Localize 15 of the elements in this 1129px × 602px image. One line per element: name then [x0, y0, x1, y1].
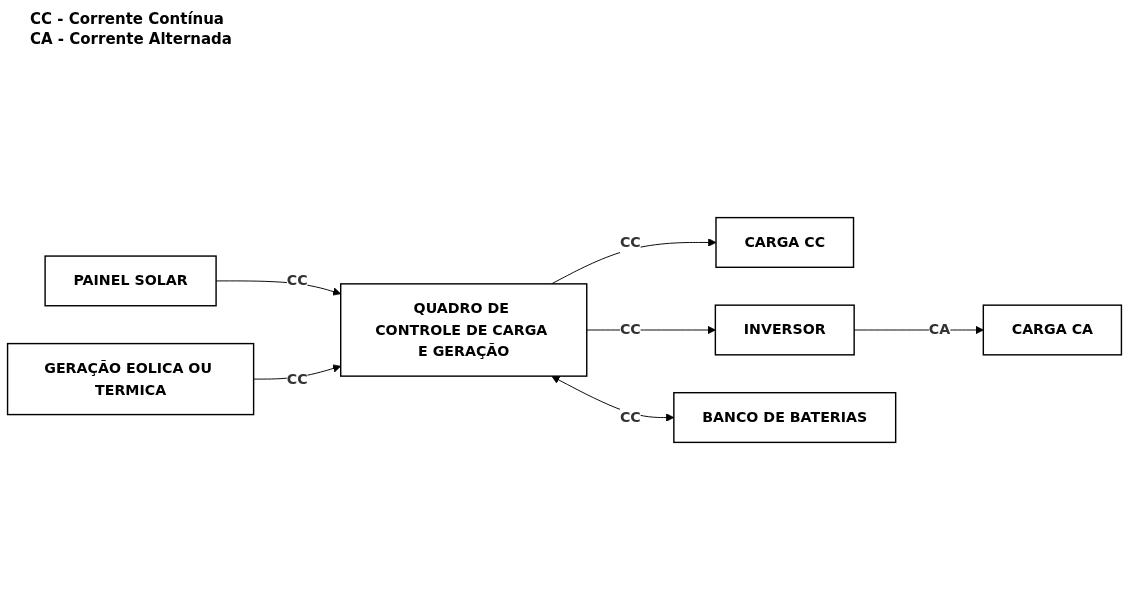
legend-note: CA - Corrente Alternada	[30, 30, 232, 48]
node-box: CARGA CA	[982, 304, 1123, 356]
node-box: QUADRO DE CONTROLE DE CARGA E GERAÇÃO	[340, 283, 588, 377]
edge-label: CC	[619, 233, 641, 251]
node-box: GERAÇÃO EOLICA OU TERMICA	[6, 342, 255, 416]
legend-note: CC - Corrente Contínua	[30, 10, 225, 28]
node-box: BANCO DE BATERIAS	[673, 392, 897, 444]
edge-label: CC	[619, 408, 641, 426]
edge-label: CA	[928, 321, 951, 339]
node-box: CARGA CC	[715, 216, 855, 268]
edge-label: CC	[619, 321, 641, 339]
edge-label: CC	[286, 370, 308, 388]
edge-label: CC	[286, 272, 308, 290]
node-box: PAINEL SOLAR	[44, 255, 217, 307]
node-box: INVERSOR	[714, 304, 855, 356]
